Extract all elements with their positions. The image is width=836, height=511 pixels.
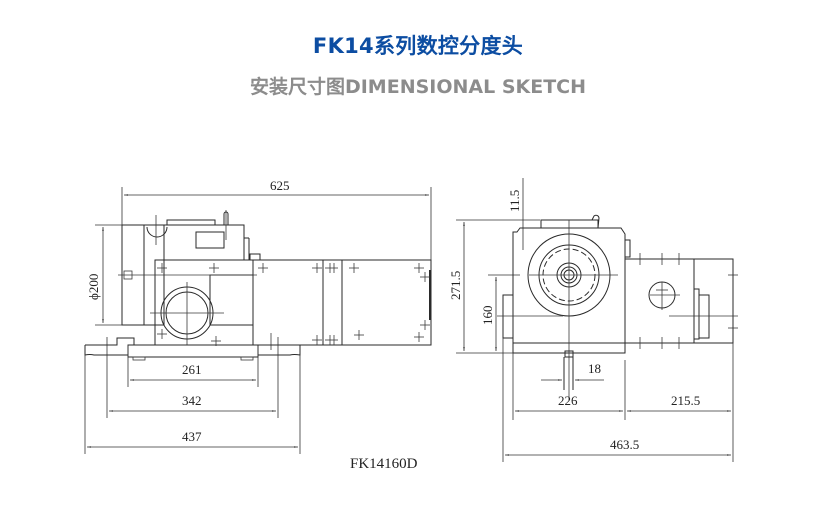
dim-text-overall-width: 463.5 (610, 437, 639, 452)
page-title: FK14系列数控分度头 (312, 34, 524, 58)
front-view: 625 ϕ200 (84, 178, 432, 454)
dim-text-slot-width: 18 (588, 361, 601, 376)
dim-text-base-mid: 342 (182, 393, 202, 408)
dim-text-left-width: 226 (558, 393, 578, 408)
model-label: FK14160D (350, 456, 418, 472)
dim-text-base-outer: 437 (182, 429, 202, 444)
dim-text-center-height: 160 (480, 306, 495, 326)
page-subtitle: 安装尺寸图DIMENSIONAL SKETCH (249, 76, 587, 98)
dim-text-right-width: 215.5 (671, 393, 700, 408)
dim-text-diameter: ϕ200 (86, 274, 101, 300)
dim-text-overall-length: 625 (270, 178, 290, 193)
side-view: 11.5 271.5 160 (448, 178, 738, 462)
dim-text-top-offset: 11.5 (507, 190, 522, 212)
dim-text-base-inner: 261 (182, 362, 202, 377)
dim-text-overall-height: 271.5 (448, 271, 463, 300)
